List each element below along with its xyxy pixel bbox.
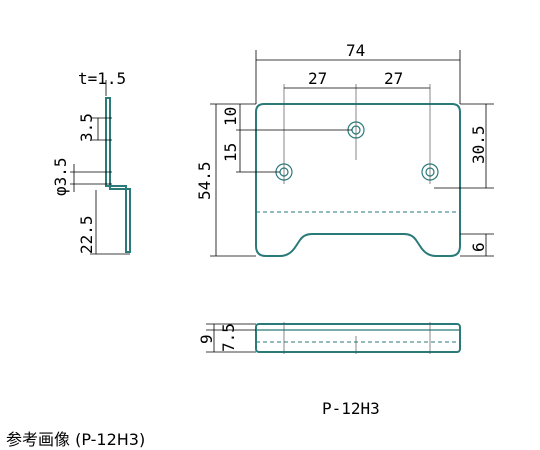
side-dim-22-5: 22.5 <box>77 215 96 254</box>
caption: 参考画像 (P-12H3) <box>6 430 146 449</box>
dim-right: 30.5 <box>469 125 488 164</box>
dim-pitch-left: 27 <box>308 69 327 88</box>
part-number: P-12H3 <box>322 399 380 418</box>
plate-outline <box>255 103 461 257</box>
thickness-label: t=1.5 <box>78 69 126 88</box>
side-profile <box>105 97 131 253</box>
dim-9: 9 <box>197 334 216 344</box>
side-dim-3-5: 3.5 <box>77 113 96 142</box>
dim-width: 74 <box>346 41 365 60</box>
hole-diameter-label: φ3.5 <box>51 157 70 196</box>
front-view: 74 27 27 10 15 54.5 30.5 6 <box>195 41 494 257</box>
dim-bottom: 6 <box>469 242 488 252</box>
bottom-view: 9 7.5 <box>197 322 461 354</box>
technical-drawing: t=1.5 3.5 φ3.5 22.5 <box>51 41 494 418</box>
side-view: t=1.5 3.5 φ3.5 22.5 <box>51 69 131 255</box>
dim-upper: 15 <box>221 143 240 162</box>
dim-top: 10 <box>221 107 240 126</box>
dim-pitch-right: 27 <box>384 69 403 88</box>
bottom-outline <box>255 323 461 353</box>
dim-height: 54.5 <box>195 161 214 200</box>
dim-7-5: 7.5 <box>219 323 238 352</box>
